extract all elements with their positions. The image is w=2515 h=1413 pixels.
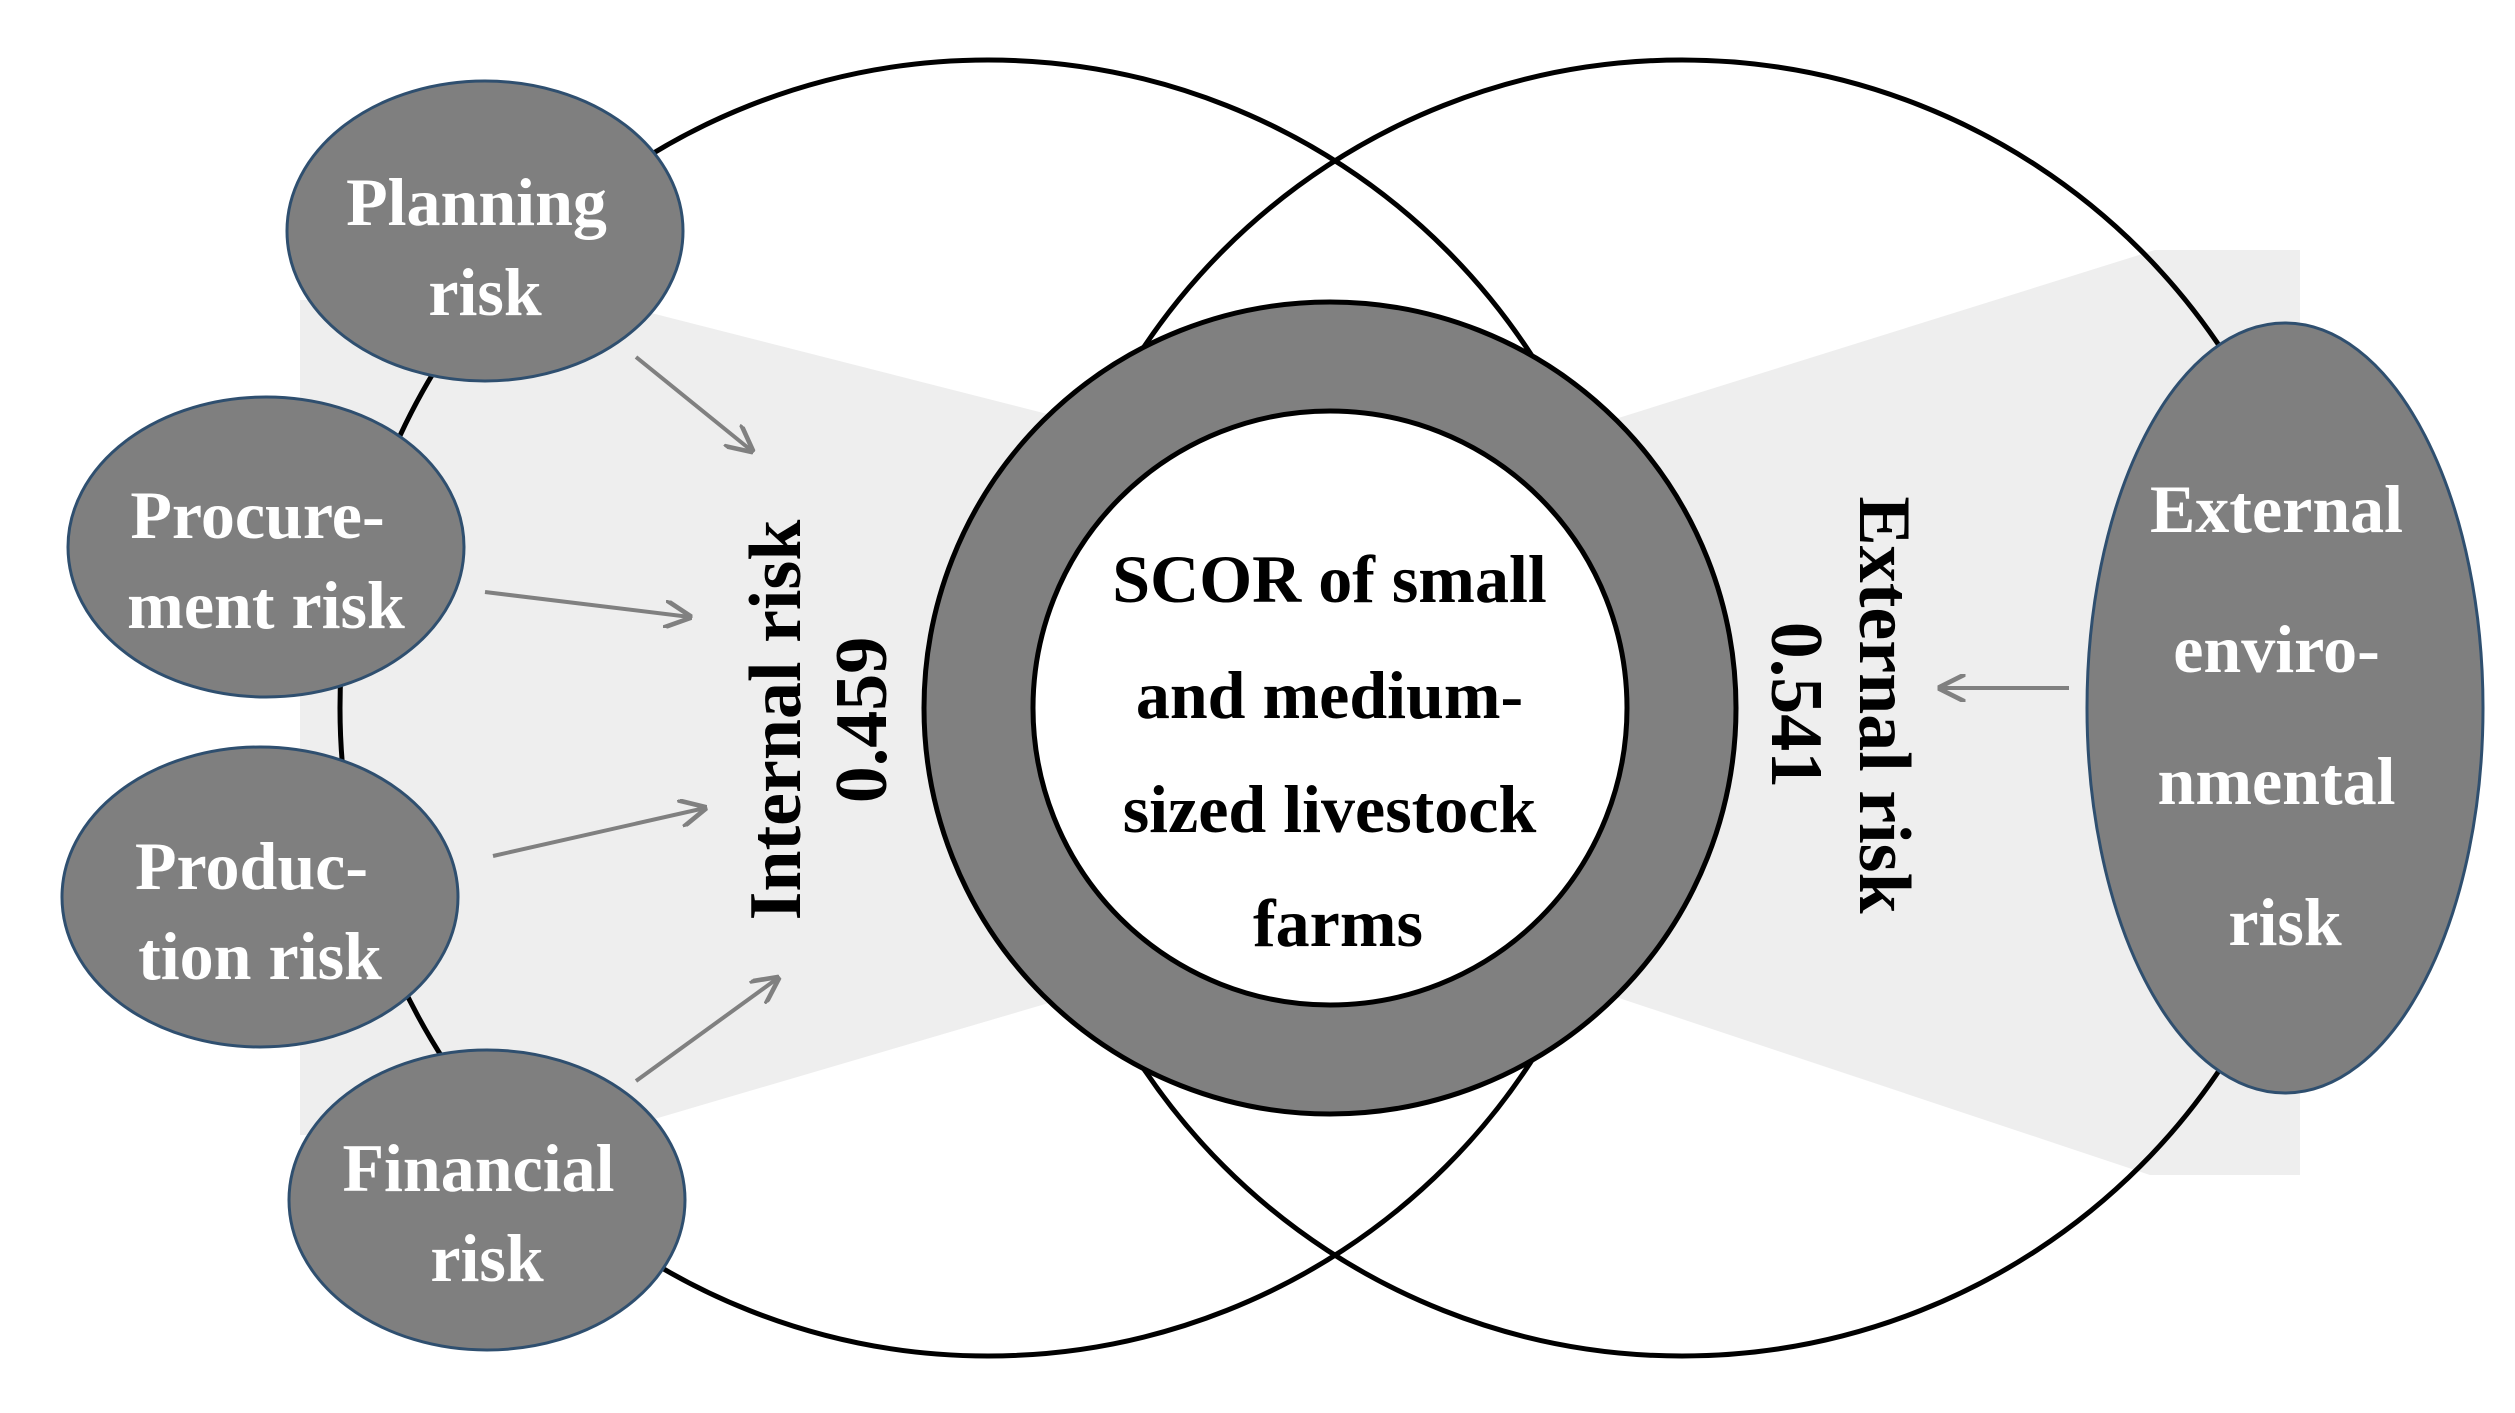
center-line-1: SCOR of small — [1112, 541, 1546, 617]
svg-text:External enviro- n: External enviro- nmental risk — [2150, 471, 2420, 960]
arrow-financial — [634, 978, 778, 1083]
factor-financial-line-1: Financial — [342, 1130, 614, 1206]
factor-procurement-line-1: Procure- — [130, 477, 384, 553]
internal-risk-value: 0.459 — [821, 637, 903, 804]
svg-text:Produc- tion risk: Produc- tion risk — [135, 828, 385, 994]
center-label: SCOR of small and medium- sized livestoc… — [1112, 541, 1563, 961]
external-risk-value: 0.541 — [1755, 622, 1837, 789]
factor-production-line-1: Produc- — [135, 828, 368, 904]
internal-risk-title: Internal risk — [735, 519, 817, 921]
external-risk-label: External risk 0.541 — [1755, 496, 1925, 914]
arrow-planning — [634, 355, 752, 451]
factor-production-bubble — [60, 745, 460, 1049]
factor-financial: Financial risk — [287, 1048, 687, 1352]
center-line-3: sized livestock — [1123, 771, 1537, 847]
arrow-production — [492, 808, 705, 858]
center-line-2: and medium- — [1136, 657, 1523, 733]
factor-external-environmental: External enviro- nmental risk — [2085, 321, 2485, 1095]
internal-risk-label: Internal risk 0.459 — [735, 519, 903, 921]
factor-planning-line-1: Planning — [346, 164, 607, 240]
factor-production: Produc- tion risk — [60, 745, 460, 1049]
factor-procurement-bubble — [66, 395, 466, 699]
factor-external-line-1: External — [2150, 471, 2403, 547]
svg-text:Financial risk: Financial risk — [342, 1130, 631, 1296]
center-core — [1030, 408, 1630, 1008]
center-line-4: farms — [1253, 885, 1423, 961]
factor-procurement: Procure- ment risk — [66, 395, 466, 699]
factor-planning-line-2: risk — [428, 254, 542, 330]
svg-text:Procure- ment risk: Procure- ment risk — [127, 477, 405, 643]
svg-text:Planning risk: Planning risk — [346, 164, 624, 330]
factor-external-environmental-bubble — [2085, 321, 2485, 1095]
factor-procurement-line-2: ment risk — [127, 567, 405, 643]
factor-production-line-2: tion risk — [138, 918, 382, 994]
factor-financial-bubble — [287, 1048, 687, 1352]
external-risk-title: External risk — [1843, 496, 1925, 914]
factor-planning: Planning risk — [285, 79, 685, 383]
factor-financial-line-2: risk — [430, 1220, 544, 1296]
internal-band — [300, 300, 1110, 1135]
factor-external-line-3: nmental — [2158, 743, 2396, 819]
arrow-procurement — [484, 590, 690, 617]
factor-external-line-4: risk — [2228, 884, 2342, 960]
external-band — [1580, 250, 2300, 1175]
factor-external-line-2: enviro- — [2173, 611, 2380, 687]
factor-planning-bubble — [285, 79, 685, 383]
